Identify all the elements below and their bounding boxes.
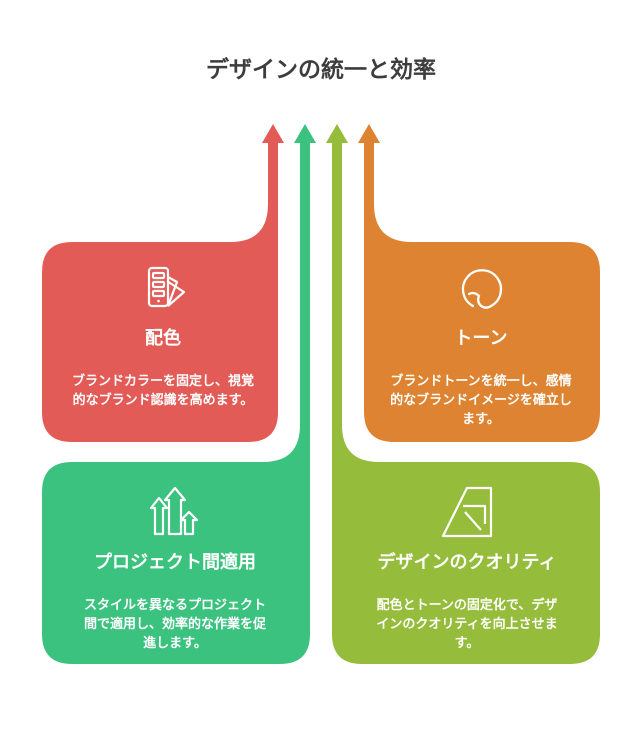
- color-palette-icon: [147, 266, 186, 308]
- quality-shape-icon: [441, 486, 493, 538]
- card-title: プロジェクト間適用: [94, 552, 256, 573]
- green-card-shape: [42, 124, 316, 664]
- card-title: 配色: [145, 328, 181, 349]
- card-cross-project: プロジェクト間適用 スタイルを異なるプロジェクト間で適用し、効率的な作業を促進し…: [40, 486, 310, 653]
- tone-circle-icon: [461, 269, 503, 309]
- page-title: デザインの統一と効率: [206, 57, 436, 83]
- card-tone: トーン ブランドトーンを統一し、感情的なブランドイメージを確立します。: [346, 262, 616, 429]
- orange-card-shape: [358, 124, 600, 442]
- card-description: スタイルを異なるプロジェクト間で適用し、効率的な作業を促進します。: [83, 598, 266, 651]
- card-description: 配色とトーンの固定化で、デザインのクオリティを向上させます。: [376, 598, 558, 651]
- arrows-up-icon: [149, 486, 199, 536]
- card-color-scheme: 配色 ブランドカラーを固定し、視覚的なブランド認識を高めます。: [28, 262, 298, 410]
- card-description: ブランドカラーを固定し、視覚的なブランド認識を高めます。: [71, 374, 254, 408]
- card-title: トーン: [454, 328, 508, 349]
- card-design-quality: デザインのクオリティ 配色とトーンの固定化で、デザインのクオリティを向上させます…: [332, 486, 602, 653]
- olive-card-shape: [326, 124, 600, 664]
- card-description: ブランドトーンを統一し、感情的なブランドイメージを確立します。: [390, 374, 572, 427]
- card-title: デザインのクオリティ: [377, 552, 557, 573]
